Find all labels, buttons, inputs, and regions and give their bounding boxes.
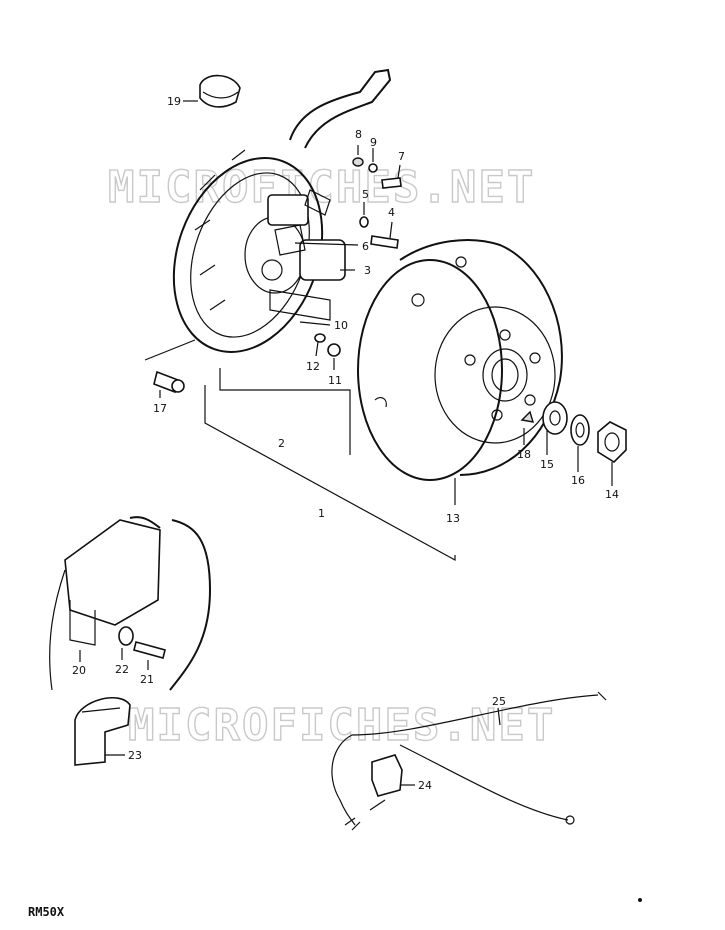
screws-and-washers <box>153 157 402 394</box>
grommet <box>199 74 241 108</box>
callout-16: 16 <box>571 474 585 487</box>
callout-17: 17 <box>153 402 167 415</box>
callout-10: 10 <box>334 319 348 332</box>
callout-1: 1 <box>318 507 325 520</box>
nut-and-washers <box>520 401 627 464</box>
callout-19: 19 <box>167 95 181 108</box>
corner-dot <box>638 898 642 902</box>
watermark-bottom: MICROFICHES.NET <box>128 700 555 751</box>
leader-lines <box>79 100 613 786</box>
callout-24: 24 <box>418 779 432 792</box>
model-code: RM50X <box>28 905 65 919</box>
callout-12: 12 <box>306 360 320 373</box>
callout-20: 20 <box>72 664 86 677</box>
callout-25: 25 <box>492 695 506 708</box>
flywheel-rotor <box>357 239 563 481</box>
callout-4: 4 <box>388 206 395 219</box>
callout-21: 21 <box>140 673 154 686</box>
callout-5: 5 <box>362 188 369 201</box>
callout-18: 18 <box>517 448 531 461</box>
watermark-top: MICROFICHES.NET <box>108 162 535 213</box>
kill-switch-and-wire <box>331 691 607 831</box>
callout-13: 13 <box>446 512 460 525</box>
callout-11: 11 <box>328 374 342 387</box>
callout-2: 2 <box>278 437 285 450</box>
ignition-coil <box>49 516 212 691</box>
callout-9: 9 <box>370 136 377 149</box>
callout-labels: 19 8 9 7 5 4 6 3 10 12 11 17 2 1 13 18 1… <box>72 95 619 792</box>
callout-15: 15 <box>540 458 554 471</box>
spark-plug-cap <box>74 696 131 766</box>
callout-7: 7 <box>398 150 405 163</box>
callout-3: 3 <box>364 264 371 277</box>
callout-23: 23 <box>128 749 142 762</box>
callout-22: 22 <box>115 663 129 676</box>
stator-plate <box>172 68 392 353</box>
callout-6: 6 <box>362 240 369 253</box>
callout-8: 8 <box>355 128 362 141</box>
callout-14: 14 <box>605 488 619 501</box>
